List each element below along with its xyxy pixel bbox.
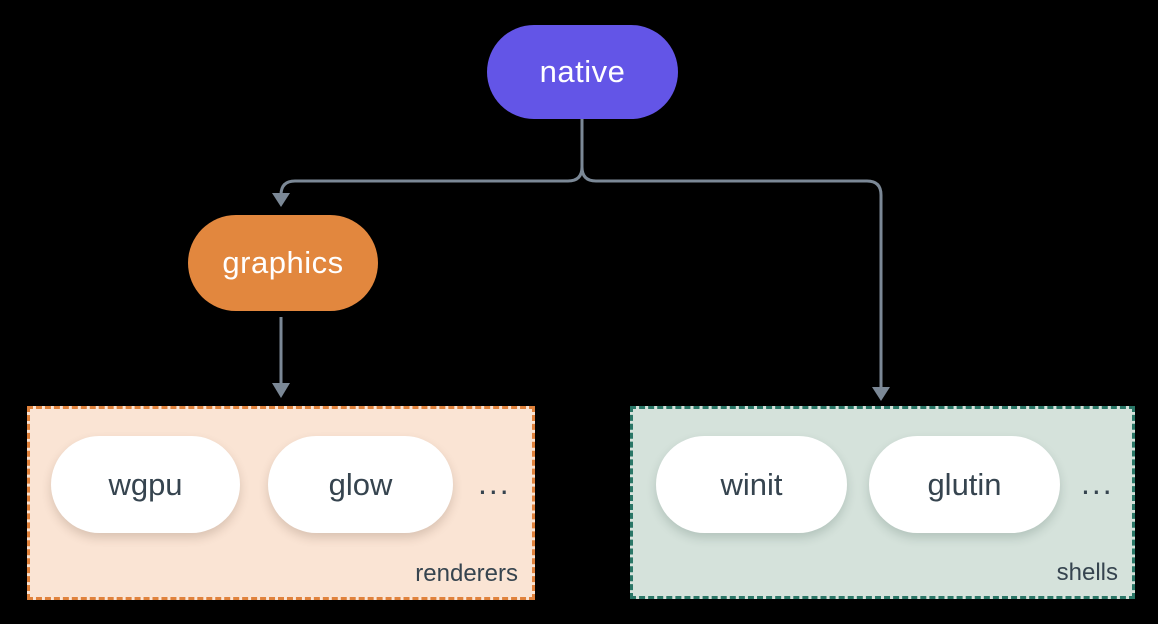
node-winit-label: winit [720,466,783,502]
arrowhead-graphics-icon [272,193,290,207]
node-graphics-label: graphics [222,245,344,280]
edge-native-to-graphics [279,119,584,196]
node-wgpu-label: wgpu [108,466,183,502]
arrowhead-renderers-icon [272,383,290,398]
shells-group-label: shells [1056,559,1118,586]
node-graphics: graphics [188,215,378,311]
node-glutin: glutin [869,436,1060,533]
renderers-ellipsis: ... [478,465,511,501]
renderers-group-label: renderers [415,560,518,587]
group-renderers: wgpu glow ... renderers [27,406,535,600]
node-winit: winit [656,436,847,533]
edge-native-to-shells [580,119,883,388]
node-wgpu: wgpu [51,436,240,533]
node-native: native [487,25,678,119]
arrowhead-shells-icon [872,387,890,401]
node-native-label: native [539,54,626,89]
node-glow-label: glow [328,466,393,502]
shells-ellipsis: ... [1081,465,1114,501]
group-shells: winit glutin ... shells [630,406,1135,599]
node-glutin-label: glutin [927,466,1002,502]
node-glow: glow [268,436,453,533]
